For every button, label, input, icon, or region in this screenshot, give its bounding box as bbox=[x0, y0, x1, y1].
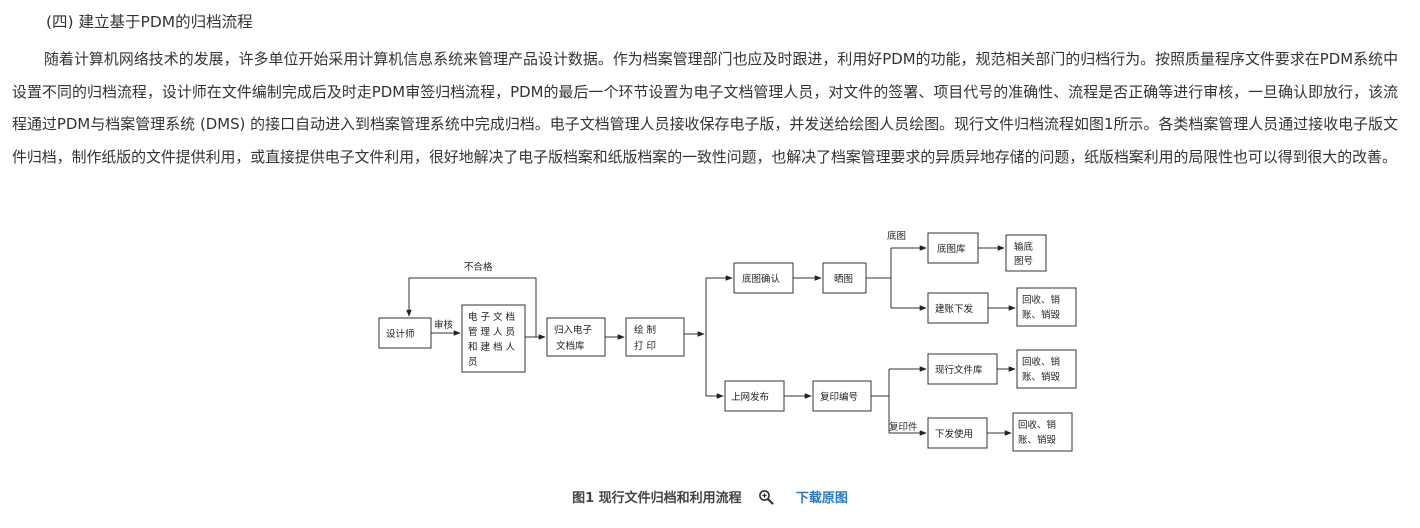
text-recall-1b: 账、销毁 bbox=[1022, 309, 1061, 321]
text-recall-3b: 账、销毁 bbox=[1018, 434, 1057, 446]
text-recall-3a: 回收、销 bbox=[1018, 419, 1057, 431]
caption-text: 图1 现行文件归档和利用流程 bbox=[572, 491, 742, 506]
text-print-1: 绘 制 bbox=[634, 324, 656, 336]
text-archive-2: 文档库 bbox=[556, 340, 585, 352]
box-edoc-manager bbox=[461, 304, 526, 373]
magnifier-plus-icon[interactable] bbox=[758, 489, 774, 505]
label-reject: 不合格 bbox=[464, 261, 493, 273]
text-recall-1a: 回收、销 bbox=[1022, 294, 1061, 306]
body-paragraph: 随着计算机网络技术的发展，许多单位开始采用计算机信息系统来管理产品设计数据。作为… bbox=[12, 50, 1398, 166]
box-recall-2 bbox=[1016, 349, 1077, 389]
section-title: (四) 建立基于PDM的归档流程 bbox=[46, 13, 253, 31]
text-ledger-issue: 建账下发 bbox=[935, 303, 974, 315]
text-online-release: 上网发布 bbox=[731, 391, 769, 403]
box-draw-print bbox=[625, 317, 685, 357]
arrow-reject-loop bbox=[406, 277, 537, 337]
text-blueprint: 晒图 bbox=[834, 274, 853, 285]
text-recall-2a: 回收、销 bbox=[1022, 356, 1061, 368]
text-record-2: 图号 bbox=[1014, 256, 1033, 267]
text-print-2: 打 印 bbox=[634, 340, 656, 352]
download-original-link[interactable]: 下载原图 bbox=[795, 491, 848, 506]
text-current-library: 现行文件库 bbox=[935, 364, 983, 376]
label-copy: 复印件 bbox=[889, 421, 918, 433]
text-issue-use: 下发使用 bbox=[935, 428, 973, 440]
text-copy-number: 复印编号 bbox=[820, 391, 858, 403]
text-recall-2b: 账、销毁 bbox=[1022, 371, 1061, 383]
box-record-number bbox=[1005, 234, 1047, 272]
text-base-library: 底图库 bbox=[937, 243, 966, 255]
text-archive-1: 归入电子 bbox=[554, 324, 593, 336]
text-record-1: 输底 bbox=[1014, 241, 1034, 253]
text-edoc-3: 和 建 档 人 bbox=[468, 341, 516, 353]
box-recall-1 bbox=[1016, 287, 1077, 327]
text-designer: 设计师 bbox=[386, 328, 415, 340]
label-base: 底图 bbox=[887, 230, 906, 242]
figure-caption: 图1 现行文件归档和利用流程 下载原图 bbox=[0, 488, 1420, 510]
text-base-confirm: 底图确认 bbox=[742, 273, 781, 285]
text-edoc-1: 电 子 文 档 bbox=[468, 311, 515, 323]
text-edoc-2: 管 理 人 员 bbox=[468, 326, 515, 338]
label-review: 审核 bbox=[434, 319, 454, 331]
box-recall-3 bbox=[1012, 412, 1073, 452]
text-edoc-4: 员 bbox=[468, 357, 478, 368]
